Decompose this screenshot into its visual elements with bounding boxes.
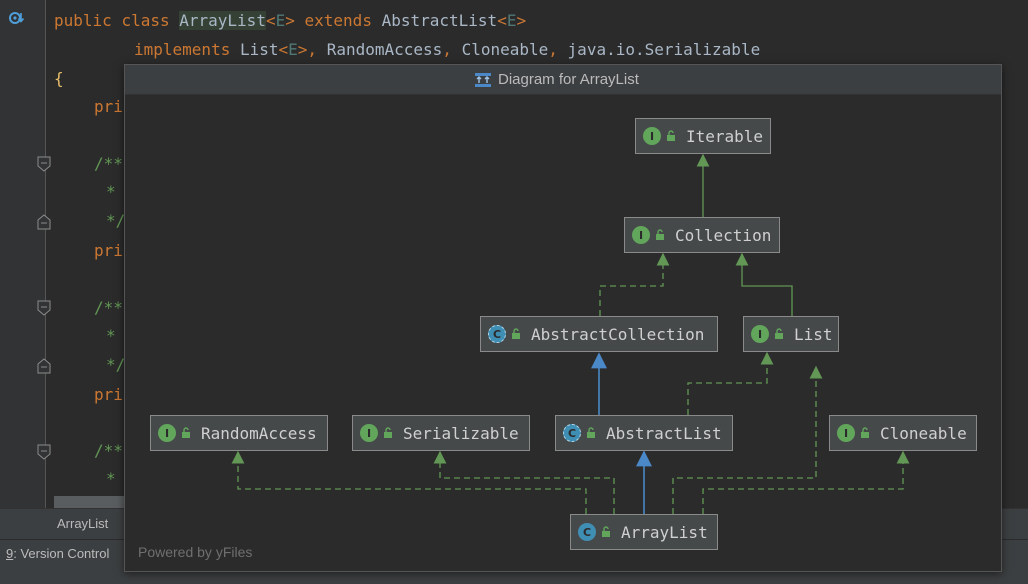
node-iterable[interactable]: I Iterable [635,118,771,154]
node-arraylist[interactable]: C ArrayList [570,514,718,550]
class-icon: C [578,523,596,541]
popup-header[interactable]: Diagram for ArrayList [125,65,1001,95]
gutter-separator [45,0,46,508]
code-line-class-declaration[interactable]: public class ArrayList<E> extends Abstra… [54,11,527,30]
node-randomaccess[interactable]: I RandomAccess [150,415,328,451]
keyword: public [54,11,112,30]
node-abstractlist[interactable]: C AbstractList [555,415,733,451]
override-marker-icon[interactable] [8,9,26,27]
fold-start-icon[interactable] [37,156,51,172]
edge-abstractlist-list [687,351,774,415]
edge-arraylist-list [672,365,823,514]
edge-arraylist-serializable [433,450,615,514]
lock-icon [667,130,675,141]
lock-icon [656,229,664,240]
type-parameter: E [288,40,298,59]
interface-name: Cloneable [461,40,549,59]
code-open-brace: { [54,69,64,88]
diagram-icon [474,72,492,88]
lock-icon [602,526,610,537]
code-comment-close: */ [106,355,126,374]
interface-icon: I [632,226,650,244]
class-name: ArrayList [179,11,266,30]
node-serializable[interactable]: I Serializable [352,415,530,451]
node-list[interactable]: I List [743,316,839,352]
node-label: List [794,324,833,344]
keyword: implements [134,40,231,59]
node-label: AbstractList [606,423,722,443]
type-parameter: E [506,11,517,30]
node-label: RandomAccess [201,423,317,443]
keyword: extends [304,11,372,30]
editor-gutter [0,0,46,508]
code-line-field[interactable]: pri [94,241,123,260]
interface-icon: I [837,424,855,442]
edge-abstractcollection-collection [599,252,670,316]
abstract-class-icon: C [563,424,581,442]
interface-icon: I [643,127,661,145]
type-parameter: E [275,11,286,30]
lock-icon [182,427,190,438]
node-label: Collection [675,225,772,245]
node-label: Cloneable [880,423,967,443]
interface-icon: I [158,424,176,442]
lock-icon [861,427,869,438]
code-comment-line: * [106,182,116,201]
interface-name: List [239,40,279,59]
lock-icon [775,328,783,339]
edge-arraylist-cloneable [702,450,910,514]
diagram-canvas[interactable]: I Iterable I Collection C AbstractCollec… [125,95,1001,571]
interface-icon: I [751,325,769,343]
code-comment-line: * [106,469,116,488]
interface-icon: I [360,424,378,442]
code-line-implements[interactable]: implements List<E>, RandomAccess, Clonea… [134,40,761,59]
edge-list-collection [735,252,793,316]
code-comment-open: /** [94,154,123,173]
lock-icon [384,427,392,438]
fold-end-icon[interactable] [37,214,51,230]
popup-title: Diagram for ArrayList [474,71,639,88]
abstract-class-icon: C [488,325,506,343]
version-control-tool-button[interactable]: 9: Version Control [6,546,110,561]
fold-start-icon[interactable] [37,300,51,316]
code-comment-line: * [106,326,116,345]
node-label: Iterable [686,126,764,146]
popup-title-text: Diagram for ArrayList [498,71,639,88]
horizontal-scrollbar[interactable] [54,496,124,508]
code-comment-open: /** [94,441,123,460]
fold-end-icon[interactable] [37,358,51,374]
fold-start-icon[interactable] [37,444,51,460]
node-label: Serializable [403,423,519,443]
node-cloneable[interactable]: I Cloneable [829,415,977,451]
code-comment-open: /** [94,298,123,317]
interface-name: RandomAccess [326,40,443,59]
edge-arraylist-randomaccess [231,450,587,514]
interface-name: java.io.Serializable [567,40,761,59]
code-line-field[interactable]: pri [94,97,123,116]
keyword: class [121,11,170,30]
code-comment-close: */ [106,211,126,230]
node-label: ArrayList [621,522,708,542]
node-collection[interactable]: I Collection [624,217,780,253]
diagram-edges [231,153,910,514]
node-abstractcollection[interactable]: C AbstractCollection [480,316,718,352]
diagram-popup[interactable]: Diagram for ArrayList [124,64,1002,572]
code-line-field[interactable]: pri [94,385,123,404]
node-label: AbstractCollection [531,324,705,344]
parent-class-name: AbstractList [381,11,498,30]
lock-icon [587,427,595,438]
powered-by-label: Powered by yFiles [138,544,253,560]
lock-icon [512,328,520,339]
editor-tab-arraylist[interactable]: ArrayList [57,516,109,531]
